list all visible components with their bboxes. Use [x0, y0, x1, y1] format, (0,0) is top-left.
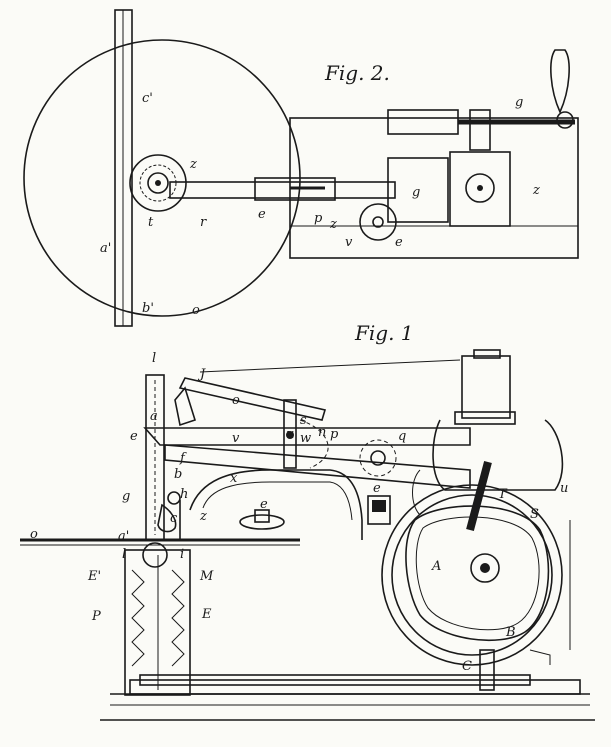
- fig2-handle-knob: [550, 49, 570, 114]
- fig2-label: c': [142, 91, 153, 106]
- fig2-label: b': [142, 301, 154, 316]
- fig1-label: a: [150, 409, 158, 424]
- fig2-label: v: [345, 235, 353, 250]
- fig2-label: z: [329, 217, 337, 232]
- fig1-label: e: [373, 481, 381, 496]
- fig1-upper-lever: [178, 377, 327, 421]
- fig1-base: [129, 679, 581, 695]
- fig2-label: t: [148, 215, 154, 230]
- fig1-label: l: [152, 351, 156, 366]
- fig1-label: z: [199, 509, 207, 524]
- fig1-flywheel: [381, 484, 563, 666]
- fig1-label: u: [560, 481, 568, 496]
- fig2-label: g: [515, 95, 523, 110]
- fig2-z-block: [449, 151, 511, 227]
- fig1-label: B: [505, 625, 516, 640]
- fig1-title: Fig. 1: [354, 321, 414, 345]
- fig2-title: Fig. 2.: [324, 61, 390, 85]
- fig1-label: v: [232, 431, 240, 446]
- fig2-label: o: [192, 303, 200, 318]
- fig1-label: P: [91, 609, 101, 624]
- fig2-label: g: [412, 185, 420, 200]
- fig1-support-column: [124, 549, 191, 696]
- fig1-label: C: [462, 659, 472, 674]
- fig1-label: p: [330, 427, 339, 442]
- fig1-label: h: [180, 487, 188, 502]
- fig1-label: T: [498, 487, 508, 502]
- fig1-label: s: [300, 413, 307, 428]
- fig1-label: o: [30, 527, 38, 542]
- fig1-arch: [189, 469, 363, 540]
- fig2-label: r: [200, 215, 207, 230]
- fig1-cam-track: [405, 505, 550, 642]
- fig1-needle-bar: [145, 374, 165, 541]
- fig1-main-arm: [143, 427, 471, 446]
- fig1-label: S: [530, 507, 539, 522]
- fig1-cylinder: [461, 355, 511, 419]
- fig1-label: i: [180, 547, 184, 562]
- fig1-label: u: [286, 427, 294, 442]
- fig2-label: z: [189, 157, 197, 172]
- fig1-label: e: [130, 429, 138, 444]
- fig1-label: n: [318, 425, 326, 440]
- fig1-label: g: [122, 489, 130, 504]
- fig1-label: o: [232, 393, 240, 408]
- fig1-label: e: [260, 497, 268, 512]
- fig2-label: z: [532, 183, 540, 198]
- fig2-label: e: [258, 207, 266, 222]
- fig1-lower-arm: [164, 444, 471, 489]
- fig1-label: a': [118, 529, 129, 544]
- fig1-label: E': [87, 569, 101, 584]
- fig1-label: E: [201, 607, 212, 622]
- fig2-label: e: [395, 235, 403, 250]
- fig1-label: b: [174, 467, 182, 482]
- fig2-crank-grip: [387, 109, 459, 135]
- fig1-label: c: [170, 511, 178, 526]
- fig1-cam-arm: [466, 460, 492, 532]
- fig1-label: J: [197, 367, 206, 382]
- fig1-label: x: [230, 471, 238, 486]
- fig2-lever-arm: [169, 181, 396, 199]
- fig1-label: A: [431, 559, 441, 574]
- fig2-hub: [129, 154, 187, 212]
- fig1-label: M: [199, 569, 214, 584]
- fig2-roller: [359, 203, 397, 241]
- figure-2: Fig. 2. c' z t r e g p z v e g z a' b' o: [23, 9, 579, 327]
- fig1-label: l: [122, 547, 126, 562]
- fig1-label: q: [398, 429, 406, 444]
- fig2-label: p: [314, 211, 323, 226]
- figure-1: Fig. 1 l J o a e s u w n p v f b x q h g…: [20, 321, 595, 721]
- fig1-label: f: [179, 451, 187, 466]
- fig1-label: w: [300, 431, 311, 446]
- fig2-label: a': [100, 241, 111, 256]
